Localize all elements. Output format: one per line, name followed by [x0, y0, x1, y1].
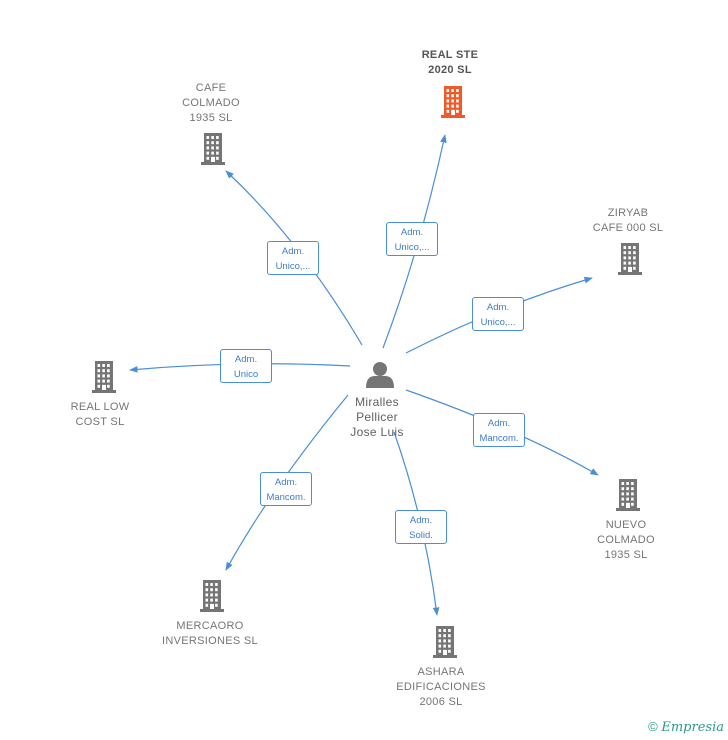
edge-label-ashara[interactable]: Adm. Solid. [395, 510, 447, 544]
person-label[interactable]: Miralles Pellicer Jose Luis [350, 395, 404, 439]
company-label-cafe-colmado[interactable]: CAFE COLMADO 1935 SL [182, 82, 240, 124]
building-icon-ashara[interactable] [433, 626, 457, 658]
company-label-mercaoro[interactable]: MERCAORO INVERSIONES SL [162, 620, 258, 647]
edge-label-mercaoro[interactable]: Adm. Mancom. [260, 472, 312, 506]
copyright-icon: © [648, 719, 658, 734]
edge-label-cafe-colmado[interactable]: Adm. Unico,... [267, 241, 319, 275]
company-label-real-ste[interactable]: REAL STE 2020 SL [421, 49, 479, 76]
building-icon-ziryab[interactable] [618, 243, 642, 275]
person-icon[interactable] [366, 362, 394, 388]
footer-brand[interactable]: © Empresia [648, 719, 724, 735]
building-icon-real-low-cost[interactable] [92, 361, 116, 393]
edge-label-nuevo-colmado[interactable]: Adm. Mancom. [473, 413, 525, 447]
company-label-nuevo-colmado[interactable]: NUEVO COLMADO 1935 SL [597, 519, 655, 561]
building-icon-nuevo-colmado[interactable] [616, 479, 640, 511]
company-label-real-low-cost[interactable]: REAL LOW COST SL [70, 401, 130, 428]
company-label-ziryab[interactable]: ZIRYAB CAFE 000 SL [592, 207, 664, 234]
company-label-ashara[interactable]: ASHARA EDIFICACIONES 2006 SL [396, 666, 486, 708]
building-icon-real-ste[interactable] [441, 86, 465, 118]
edge-label-real-ste[interactable]: Adm. Unico,... [386, 222, 438, 256]
building-icon-cafe-colmado[interactable] [201, 133, 225, 165]
brand-name: Empresia [661, 720, 724, 735]
building-icon-mercaoro[interactable] [200, 580, 224, 612]
edge-label-real-low-cost[interactable]: Adm. Unico [220, 349, 272, 383]
edge-label-ziryab[interactable]: Adm. Unico,... [472, 297, 524, 331]
